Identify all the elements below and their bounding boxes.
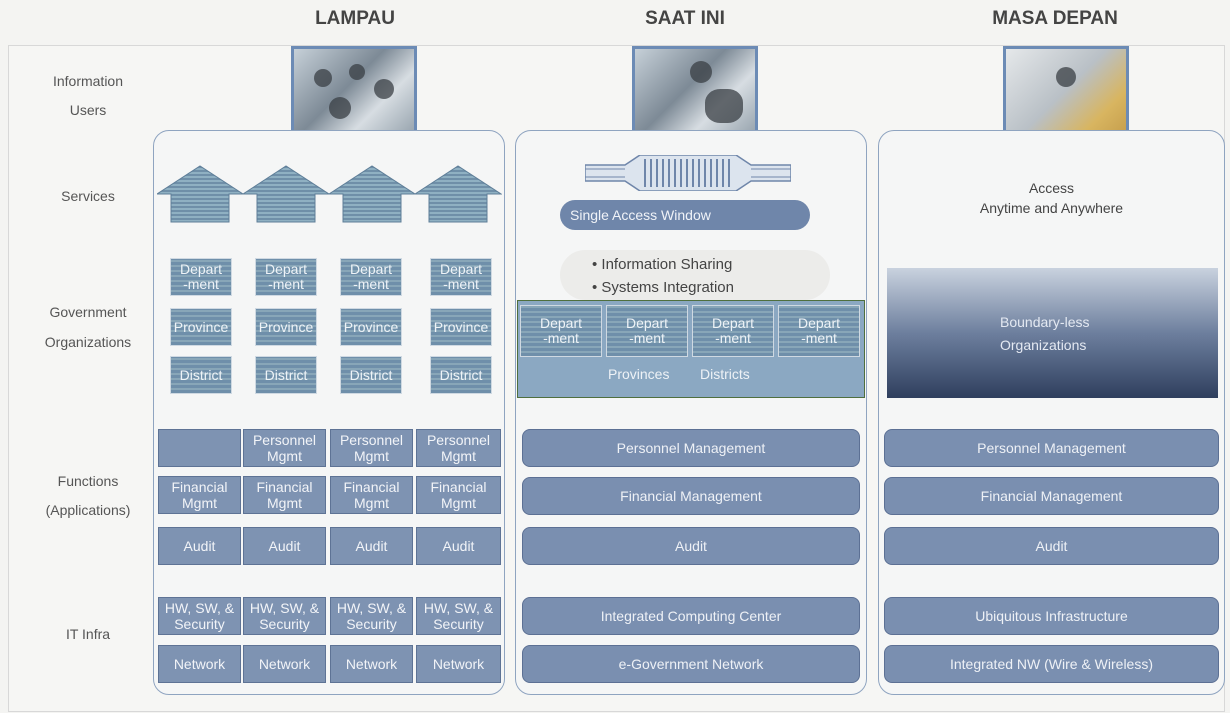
photo-future [1003, 46, 1129, 134]
past-audit-1: Audit [158, 527, 241, 565]
future-financial: Financial Management [884, 477, 1219, 515]
photo-present [632, 46, 758, 134]
future-boundaryless: Boundary-less [1000, 314, 1090, 330]
photo-past [291, 46, 417, 134]
label-services: Services [61, 188, 115, 204]
present-depart-1: Depart -ment [520, 305, 602, 357]
house-icon [413, 165, 502, 223]
past-financial-4: Financial Mgmt [416, 476, 501, 514]
past-province-1: Province [170, 308, 232, 346]
past-district-3: District [340, 356, 402, 394]
sharing-cloud [560, 250, 830, 300]
future-anytime: Anytime and Anywhere [979, 200, 1124, 216]
label-it-infra: IT Infra [65, 626, 111, 642]
present-audit: Audit [522, 527, 860, 565]
label-users: Users [69, 102, 107, 118]
house-icon [157, 165, 245, 223]
future-audit: Audit [884, 527, 1219, 565]
present-depart-2: Depart -ment [606, 305, 688, 357]
future-gov-block [887, 268, 1218, 398]
past-personnel-2: Personnel Mgmt [330, 429, 413, 467]
future-infrastructure: Ubiquitous Infrastructure [884, 597, 1219, 635]
past-province-3: Province [340, 308, 402, 346]
bullet-info-sharing: • Information Sharing [592, 256, 733, 273]
past-depart-3: Depart -ment [340, 258, 402, 296]
past-network-1: Network [158, 645, 241, 683]
past-hw-2: HW, SW, & Security [243, 597, 326, 635]
present-provinces: Provinces [608, 366, 670, 382]
past-district-2: District [255, 356, 317, 394]
past-depart-2: Depart -ment [255, 258, 317, 296]
present-egov-network: e-Government Network [522, 645, 860, 683]
past-depart-4: Depart -ment [430, 258, 492, 296]
past-hw-1: HW, SW, & Security [158, 597, 241, 635]
past-audit-4: Audit [416, 527, 501, 565]
future-organizations: Organizations [1000, 337, 1087, 353]
past-province-4: Province [430, 308, 492, 346]
present-computing-center: Integrated Computing Center [522, 597, 860, 635]
house-icon [327, 165, 417, 223]
present-depart-3: Depart -ment [692, 305, 774, 357]
present-personnel: Personnel Management [522, 429, 860, 467]
past-depart-1: Depart -ment [170, 258, 232, 296]
services-houses [157, 165, 502, 223]
past-province-2: Province [255, 308, 317, 346]
past-hw-3: HW, SW, & Security [330, 597, 413, 635]
past-audit-3: Audit [330, 527, 413, 565]
single-access-icon [585, 155, 791, 191]
past-district-4: District [430, 356, 492, 394]
label-information: Information [52, 73, 124, 89]
past-hw-4: HW, SW, & Security [416, 597, 501, 635]
present-financial: Financial Management [522, 477, 860, 515]
header-past: LAMPAU [315, 8, 395, 29]
future-personnel: Personnel Management [884, 429, 1219, 467]
header-future: MASA DEPAN [992, 8, 1118, 29]
present-depart-4: Depart -ment [778, 305, 860, 357]
past-audit-2: Audit [243, 527, 326, 565]
label-government: Government [49, 304, 127, 320]
house-icon [241, 165, 331, 223]
past-financial-2: Financial Mgmt [243, 476, 326, 514]
header-present: SAAT INI [645, 8, 725, 29]
label-functions: Functions [57, 473, 119, 489]
past-empty-box [158, 429, 241, 467]
future-access: Access [1028, 180, 1075, 196]
past-personnel-3: Personnel Mgmt [416, 429, 501, 467]
past-network-3: Network [330, 645, 413, 683]
label-applications: (Applications) [45, 502, 131, 518]
present-districts: Districts [700, 366, 750, 382]
label-organizations: Organizations [44, 334, 132, 350]
future-network: Integrated NW (Wire & Wireless) [884, 645, 1219, 683]
past-personnel-1: Personnel Mgmt [243, 429, 326, 467]
past-network-2: Network [243, 645, 326, 683]
single-access-window: Single Access Window [560, 200, 810, 230]
bullet-systems-integration: • Systems Integration [592, 279, 734, 296]
past-network-4: Network [416, 645, 501, 683]
past-district-1: District [170, 356, 232, 394]
past-financial-3: Financial Mgmt [330, 476, 413, 514]
past-financial-1: Financial Mgmt [158, 476, 241, 514]
